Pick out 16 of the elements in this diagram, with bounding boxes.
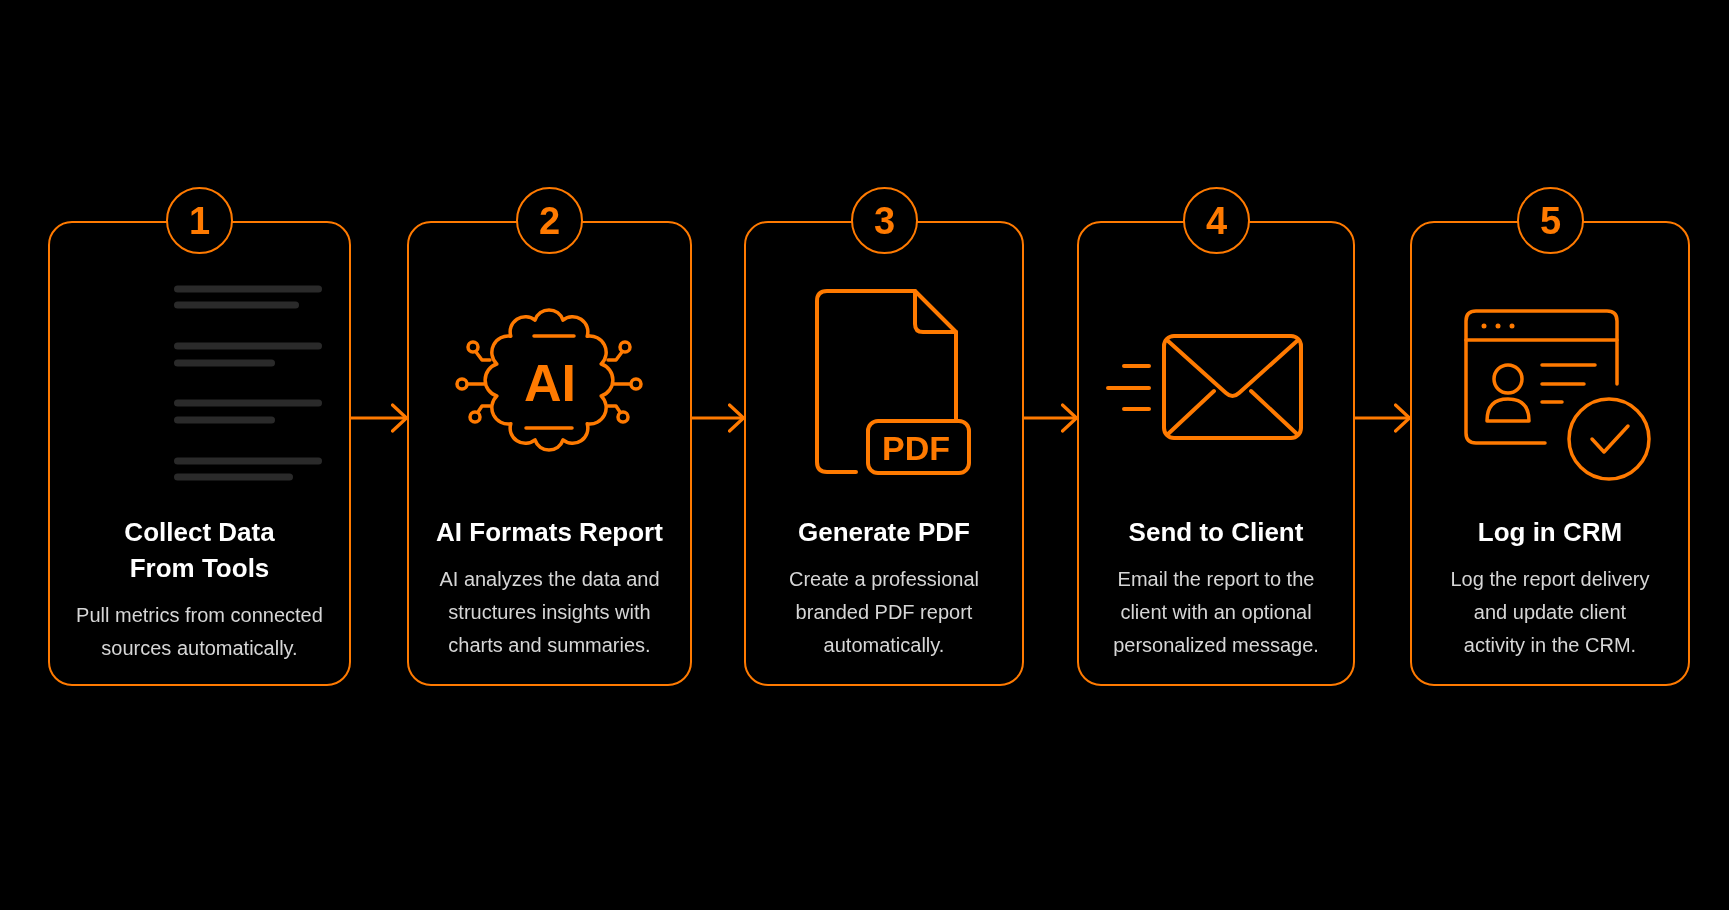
step-description: AI analyzes the data and structures insights with charts and summaries.: [438, 567, 661, 658]
arrow: [1355, 403, 1412, 433]
step-title: Generate PDF: [798, 516, 970, 549]
step-description: Pull metrics from connected sources automatically.: [75, 603, 324, 661]
step-description: Create a professional branded PDF report automatically.: [787, 567, 981, 658]
step-description: Log the report delivery and update client activity in the CRM.: [1449, 567, 1651, 658]
arrow: [692, 403, 746, 433]
icon-text: PDF: [882, 431, 950, 465]
step-description: Email the report to the client with an optional personalized message.: [1112, 567, 1320, 658]
arrow: [351, 403, 409, 433]
arrow: [1024, 403, 1079, 433]
step-title: Log in CRM: [1477, 516, 1623, 549]
step-title: AI Formats Report: [436, 516, 663, 549]
step-title: Collect Data From Tools: [123, 516, 276, 585]
icon-text: AI: [524, 357, 576, 409]
step-title: Send to Client: [1128, 516, 1304, 549]
